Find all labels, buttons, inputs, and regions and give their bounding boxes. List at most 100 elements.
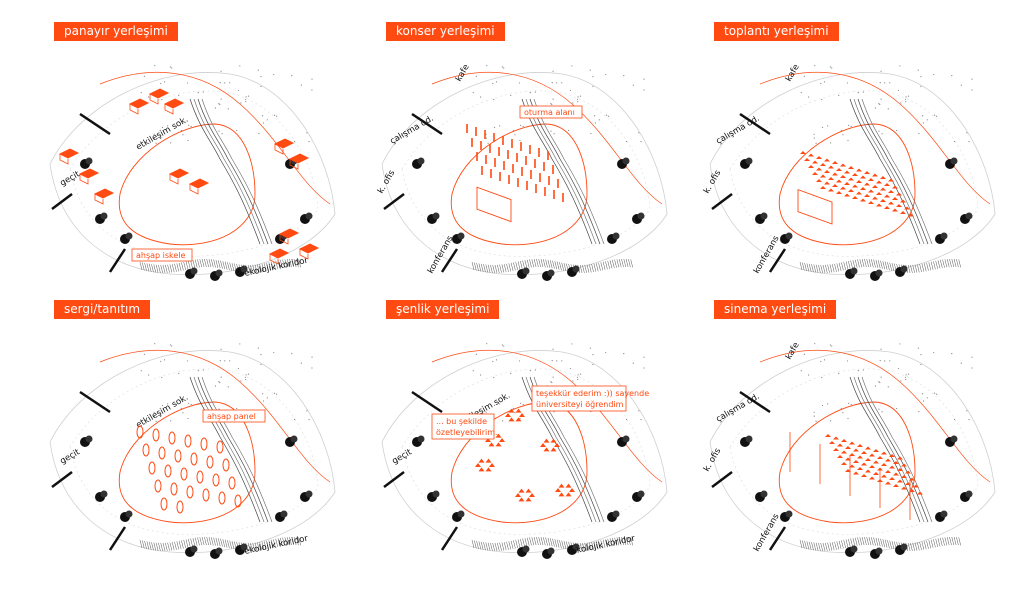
texture-dot <box>247 373 250 375</box>
ground-hatch <box>478 541 482 550</box>
stall-body <box>129 104 139 115</box>
texture-dot <box>518 82 521 84</box>
wall-segment <box>739 390 771 414</box>
ground-hatch <box>204 258 207 268</box>
ground-hatch <box>815 264 819 273</box>
texture-dot <box>577 378 579 381</box>
ground-hatch <box>513 540 516 549</box>
texture-dot <box>827 403 829 405</box>
texture-dot <box>561 82 563 84</box>
ground-hatch <box>556 261 560 270</box>
ground-hatch <box>843 261 846 270</box>
ground-hatch <box>270 261 274 270</box>
texture-dot <box>486 65 488 67</box>
work-label: çalışma od. <box>715 114 762 147</box>
cafe-label: kafe <box>454 63 472 84</box>
ground-hatch <box>804 540 807 550</box>
texture-dot <box>485 133 487 135</box>
texture-dot <box>479 374 482 376</box>
ground-hatch <box>589 264 592 273</box>
ground-hatch <box>293 258 297 268</box>
ground-hatch <box>910 542 913 552</box>
ground-hatch <box>268 262 272 271</box>
texture-dot <box>933 392 936 394</box>
texture-dot <box>643 78 645 80</box>
plaza-outline <box>118 401 256 524</box>
ground-hatch <box>252 542 255 551</box>
group-mark <box>554 443 560 447</box>
ground-hatch <box>286 259 290 268</box>
texture-dot <box>878 130 880 132</box>
ground-hatch <box>933 261 936 270</box>
tree-icon <box>572 543 580 551</box>
ground-hatch <box>194 259 198 268</box>
ground-hatch <box>556 539 560 548</box>
ground-hatch <box>630 537 633 546</box>
stall-roof <box>273 138 295 149</box>
seat-mark <box>845 469 851 472</box>
ground-hatch <box>802 540 805 549</box>
texture-dot <box>229 360 231 362</box>
ground-hatch <box>861 537 865 546</box>
seat-mark <box>904 206 910 210</box>
seat-mark <box>841 439 847 442</box>
texture-dot <box>153 411 155 413</box>
terrain-contour <box>69 90 319 257</box>
ground-hatch <box>598 262 601 271</box>
tree-icon <box>100 490 108 498</box>
seat-mark <box>896 204 902 207</box>
seat-mark <box>873 472 879 475</box>
texture-dot <box>257 347 259 349</box>
ground-hatch <box>201 537 205 546</box>
ground-hatch <box>536 258 539 268</box>
texture-dot <box>311 78 313 80</box>
texture-dot <box>161 126 164 129</box>
seat-mark <box>864 182 870 186</box>
ground-hatch <box>185 539 189 548</box>
terrain-contour <box>729 90 979 257</box>
texture-dot <box>847 139 849 142</box>
callout-text: oturma alanı <box>524 108 575 117</box>
seat-mark <box>833 436 839 440</box>
seat-mark <box>876 192 882 195</box>
texture-dot <box>553 411 555 413</box>
texture-dot <box>813 137 815 139</box>
ground-hatch <box>227 262 230 271</box>
site-boundary <box>759 349 991 483</box>
seat-mark <box>913 484 919 488</box>
ground-hatch <box>213 259 216 268</box>
seat-mark <box>889 465 895 469</box>
ground-hatch <box>563 541 567 550</box>
seat-mark <box>869 465 875 468</box>
texture-dot <box>936 115 938 117</box>
seat-mark <box>840 163 846 167</box>
ground-hatch <box>273 261 276 270</box>
ground-hatch <box>165 542 168 551</box>
panel-mark <box>186 485 194 499</box>
tree-icon <box>875 547 883 555</box>
seat-mark <box>820 163 826 166</box>
seat-mark <box>864 194 870 197</box>
ground-hatch <box>848 260 851 270</box>
texture-dot <box>160 360 162 363</box>
texture-dot <box>244 376 247 378</box>
ground-hatch <box>917 542 920 551</box>
seat-mark <box>889 454 895 457</box>
texture-dot <box>512 407 514 410</box>
texture-dot <box>169 344 171 346</box>
texture-dot <box>472 370 474 372</box>
group-mark <box>515 493 521 497</box>
texture-dot <box>897 367 900 370</box>
stall-roof <box>298 243 320 254</box>
ground-hatch <box>799 539 803 549</box>
site-plan-meeting: kafe çalışma od. k. ofis konferans <box>702 63 996 281</box>
texture-dot <box>842 134 844 136</box>
ground-hatch <box>524 538 528 547</box>
ground-hatch <box>213 537 216 546</box>
texture-dot <box>529 369 531 372</box>
seat-mark <box>812 160 818 164</box>
texture-dot <box>220 70 222 72</box>
ground-hatch <box>827 542 830 551</box>
seat-mark <box>856 168 862 172</box>
texture-dot <box>572 102 574 104</box>
